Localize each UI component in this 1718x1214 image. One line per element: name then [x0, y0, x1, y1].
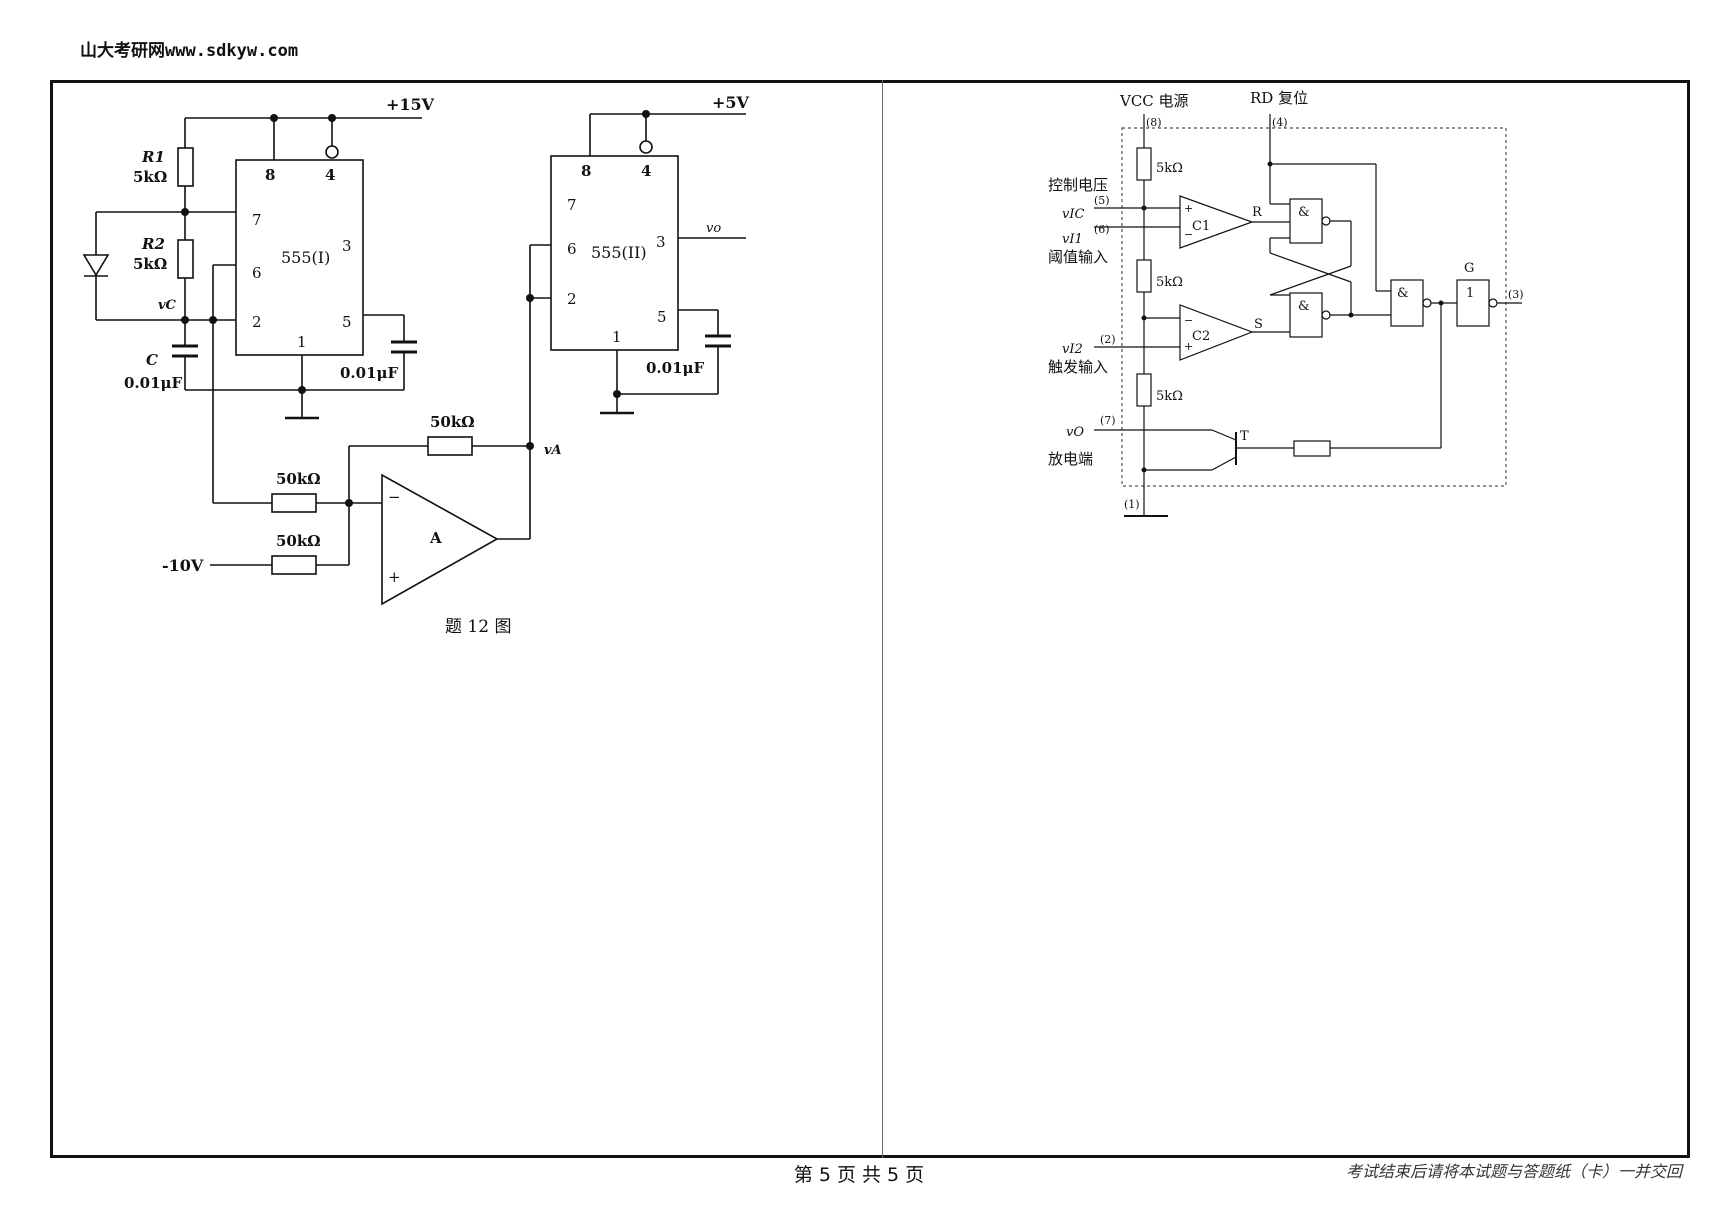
vo-label: vo: [706, 221, 721, 236]
r2-value: 5kΩ: [133, 255, 167, 273]
inverter-symbol: 1: [1466, 286, 1474, 301]
comparator-c1: [1179, 195, 1254, 249]
pin1-label: (1): [1124, 498, 1140, 511]
res1-value: 5kΩ: [1156, 161, 1183, 176]
vc-label: vC: [158, 298, 177, 313]
vo-out-label: vO: [1066, 425, 1084, 440]
pin2-label: (2): [1100, 333, 1116, 346]
opamp-plus: +: [388, 568, 401, 586]
pin1-1: 1: [297, 333, 307, 351]
r1-value: 5kΩ: [133, 168, 167, 186]
c1-minus: −: [1184, 228, 1193, 241]
chip-555-1-label: 555(I): [281, 248, 330, 267]
control-voltage-label: 控制电压: [1048, 176, 1108, 194]
res-in2-value: 50kΩ: [276, 532, 321, 550]
page-frame: [50, 80, 1690, 1158]
pin2-2: 2: [567, 290, 577, 308]
c2-minus: −: [1184, 314, 1193, 327]
pin1-6: 6: [252, 264, 262, 282]
pin4-label: (4): [1272, 116, 1288, 129]
discharge-label: 放电端: [1048, 450, 1093, 468]
r1-label: R1: [141, 148, 165, 166]
left-junction-dots: [181, 110, 650, 507]
c1-plus: +: [1184, 202, 1193, 215]
res2-value: 5kΩ: [1156, 275, 1183, 290]
minus10v-label: -10V: [162, 556, 204, 575]
pin2-6: 6: [567, 240, 577, 258]
c-label: C: [146, 351, 158, 369]
right-junction-dots: [1141, 161, 1444, 473]
pin1-8: 8: [265, 166, 275, 184]
vcc-label: VCC 电源: [1119, 92, 1189, 110]
op-amp-a: [381, 473, 499, 606]
c2-label: C2: [1192, 329, 1210, 344]
vi1-label: vI1: [1062, 232, 1083, 247]
opamp-label: A: [429, 529, 442, 547]
vic-label: vIC: [1062, 207, 1084, 222]
page-divider: [882, 80, 883, 1158]
figure-caption: 题 12 图: [445, 617, 511, 637]
pin1-2: 2: [252, 313, 262, 331]
pin1-3: 3: [342, 237, 352, 255]
footer-note: 考试结束后请将本试题与答题纸（卡）一并交回: [1345, 1162, 1682, 1181]
pin3-label: (3): [1508, 288, 1524, 301]
t-label: T: [1240, 429, 1249, 444]
page-number: 第 5 页 共 5 页: [793, 1164, 925, 1186]
pin2-7: 7: [567, 196, 577, 214]
chip-555-2-label: 555(II): [591, 243, 647, 262]
g-label: G: [1464, 261, 1474, 276]
pin7-label: (7): [1100, 414, 1116, 427]
cap2-value: 0.01μF: [646, 359, 705, 377]
pin1-5: 5: [342, 313, 352, 331]
chip-internal-boundary: [1121, 127, 1507, 487]
res-feedback-value: 50kΩ: [430, 413, 475, 431]
supply-5v-label: +5V: [712, 93, 750, 112]
nand-s-symbol: &: [1298, 299, 1310, 314]
nand-out-symbol: &: [1397, 286, 1409, 301]
vi2-label: vI2: [1062, 342, 1083, 357]
pin2-5: 5: [657, 308, 667, 326]
res-in1-value: 50kΩ: [276, 470, 321, 488]
nand-r-symbol: &: [1298, 205, 1310, 220]
pin1-4: 4: [325, 166, 335, 184]
site-header: 山大考研网www.sdkyw.com: [80, 41, 299, 61]
chip-555-2-box: [550, 155, 679, 351]
threshold-label: 阈值输入: [1048, 248, 1108, 266]
cap1-value: 0.01μF: [340, 364, 399, 382]
opamp-minus: −: [388, 488, 401, 506]
pin2-3: 3: [656, 233, 666, 251]
left-circuit-wires: [82, 113, 746, 606]
c1-label: C1: [1192, 219, 1210, 234]
va-label: vA: [544, 443, 562, 458]
pin2-8: 8: [581, 162, 591, 180]
s-label: S: [1254, 317, 1263, 332]
supply-15v-label: +15V: [386, 95, 435, 114]
c2-plus: +: [1184, 340, 1193, 353]
pin6-label: (6): [1094, 223, 1110, 236]
chip-555-1-box: [235, 159, 364, 356]
right-circuit-wires: [1094, 114, 1522, 517]
pin2-1: 1: [612, 328, 622, 346]
c-value: 0.01μF: [124, 374, 183, 392]
r2-label: R2: [141, 235, 165, 253]
pin2-4: 4: [641, 162, 651, 180]
trigger-label: 触发输入: [1048, 358, 1108, 376]
pin5-label: (5): [1094, 194, 1110, 207]
rd-label: RD 复位: [1250, 89, 1308, 107]
r-label: R: [1252, 205, 1263, 220]
pin1-7: 7: [252, 211, 262, 229]
comparator-c2: [1179, 304, 1254, 361]
pin8-label: (8): [1146, 116, 1162, 129]
res3-value: 5kΩ: [1156, 389, 1183, 404]
